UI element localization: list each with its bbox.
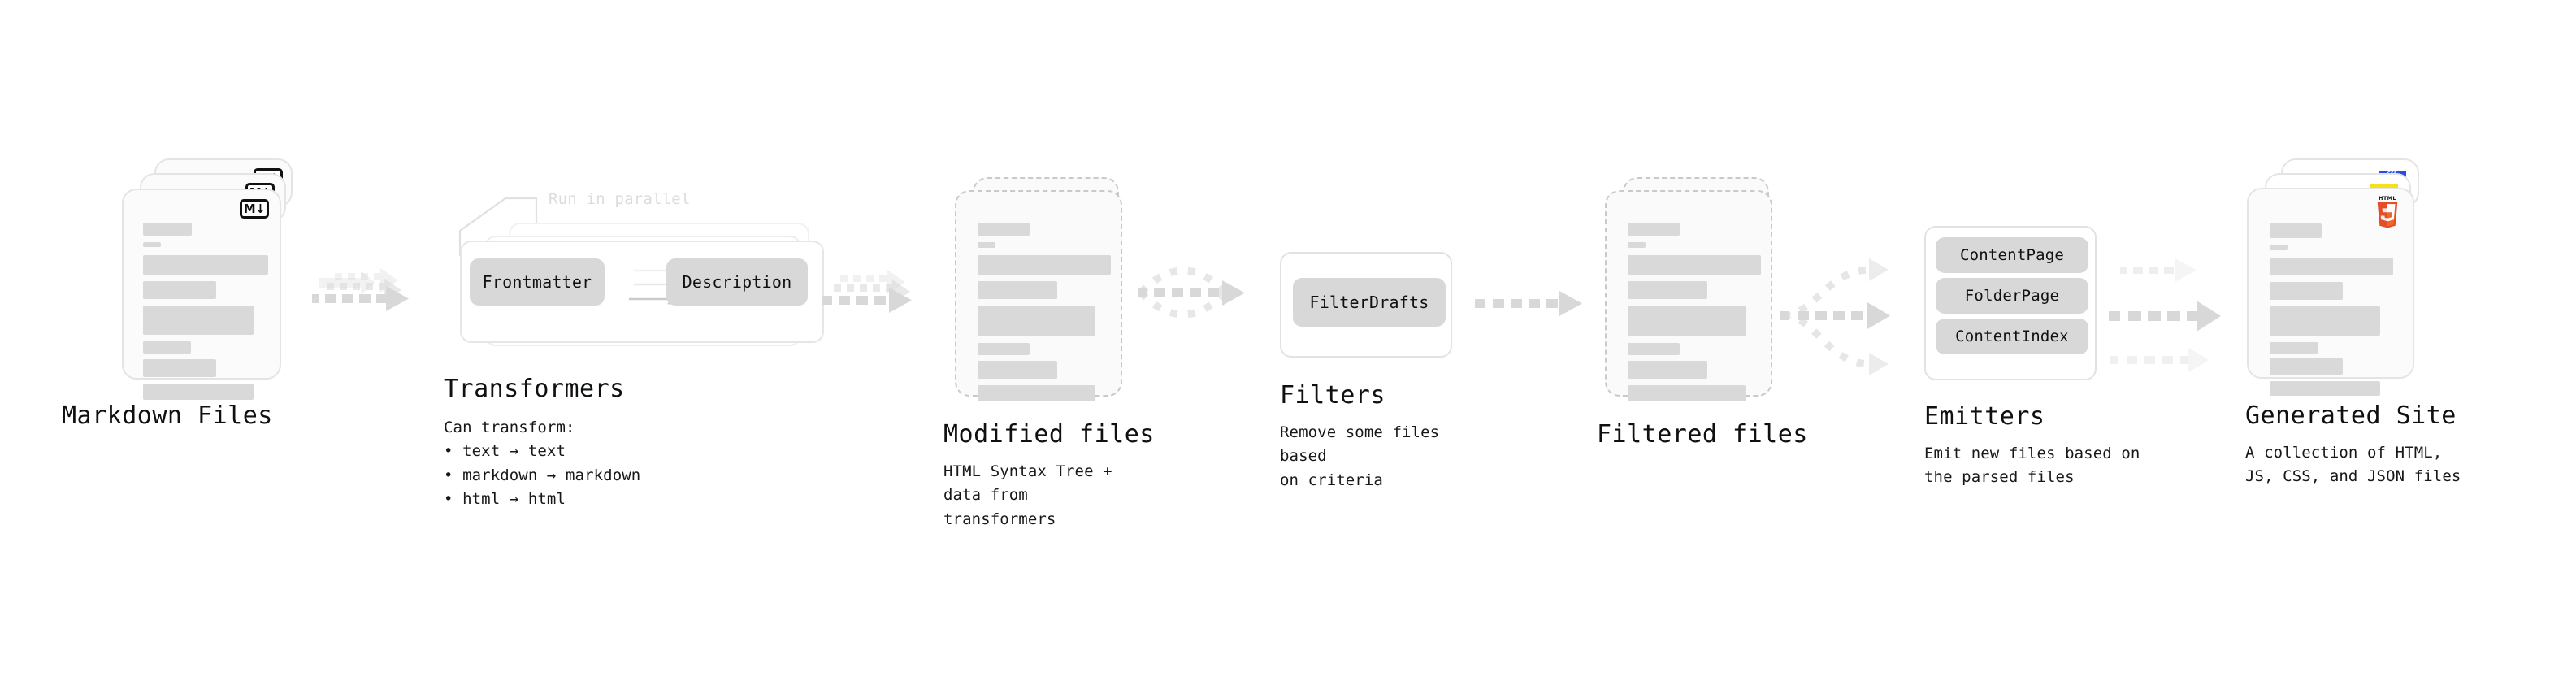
run-in-parallel-label: Run in parallel	[549, 190, 691, 208]
doc-line	[978, 361, 1057, 379]
doc-line	[978, 306, 1095, 336]
filtered-card-front	[1605, 190, 1772, 401]
stage-caption-emitters: Emit new files based on the parsed files	[1924, 445, 2140, 487]
stage-caption-transformers: Can transform: • text → text • markdown …	[444, 419, 641, 509]
emitters-card: ContentPage FolderPage ContentIndex	[1924, 226, 2097, 380]
doc-line	[2270, 258, 2393, 275]
doc-line	[1628, 306, 1746, 336]
modified-card-front	[955, 190, 1122, 401]
filter-pill-filterdrafts[interactable]: FilterDrafts	[1293, 278, 1446, 327]
doc-line	[1628, 385, 1746, 401]
doc-line	[143, 306, 254, 335]
stage-generated-site: CSS HTML Ge	[2245, 158, 2491, 500]
stage-title-filters: Filters	[1280, 381, 1386, 410]
doc-line	[143, 255, 268, 275]
doc-line	[1628, 223, 1680, 236]
emitter-pill-folderpage[interactable]: FolderPage	[1936, 278, 2088, 314]
markdown-card-front: M↓	[122, 189, 281, 400]
stage-transformers: Run in parallel Frontmatter	[444, 190, 827, 508]
emitter-pill-contentindex[interactable]: ContentIndex	[1936, 319, 2088, 354]
doc-line	[2270, 342, 2318, 354]
doc-line	[978, 255, 1111, 275]
connector-filters-to-filtered	[1475, 291, 1582, 316]
doc-line	[978, 242, 995, 248]
transformer-pill-description[interactable]: Description	[666, 258, 808, 306]
connector-md-to-transformers	[312, 268, 409, 311]
doc-line	[143, 359, 216, 377]
doc-line	[2270, 306, 2380, 336]
doc-line	[1628, 242, 1646, 248]
stage-title-transformers: Transformers	[444, 375, 625, 403]
stage-title-filtered-files: Filtered files	[1597, 420, 1808, 449]
doc-line	[143, 281, 216, 299]
transformer-pill-frontmatter[interactable]: Frontmatter	[470, 258, 605, 306]
doc-line	[978, 385, 1095, 401]
stage-title-modified-files: Modified files	[943, 420, 1155, 449]
markdown-badge: M↓	[240, 199, 269, 219]
doc-line	[143, 341, 191, 354]
doc-line	[2270, 282, 2343, 300]
stage-caption-filters: Remove some files based on criteria	[1280, 423, 1440, 489]
connector-filtered-to-emitters	[1780, 258, 1890, 375]
connector-transformers-to-modified	[822, 270, 912, 313]
stage-modified-files: Modified files HTML Syntax Tree + data f…	[943, 177, 1154, 528]
stage-filters: FilterDrafts Filters Remove some files b…	[1280, 252, 1483, 496]
stage-caption-generated-site: A collection of HTML, JS, CSS, and JSON …	[2245, 444, 2461, 486]
doc-line	[143, 242, 161, 247]
emitter-pill-contentpage[interactable]: ContentPage	[1936, 237, 2088, 273]
stage-title-emitters: Emitters	[1924, 402, 2045, 431]
connector-modified-to-filters	[1138, 267, 1245, 319]
doc-line	[1628, 343, 1680, 355]
doc-line	[1628, 281, 1707, 299]
html5-icon: HTML	[2377, 195, 2398, 228]
svg-text:HTML: HTML	[2379, 195, 2396, 202]
doc-line	[143, 223, 192, 236]
stage-markdown-files: M↓ M↓ M↓ Markdown Files	[62, 158, 309, 484]
stage-caption-modified-files: HTML Syntax Tree + data from transformer…	[943, 462, 1112, 528]
doc-line	[978, 343, 1030, 355]
doc-line	[2270, 245, 2288, 250]
doc-line	[2270, 223, 2322, 238]
stage-title-generated-site: Generated Site	[2245, 401, 2457, 430]
stage-emitters: ContentPage FolderPage ContentIndex Emit…	[1924, 226, 2168, 494]
doc-line	[978, 281, 1057, 299]
doc-line	[143, 384, 254, 400]
doc-line	[978, 223, 1030, 236]
doc-line	[2270, 358, 2343, 375]
doc-line	[1628, 255, 1761, 275]
stage-title-markdown-files: Markdown Files	[62, 401, 273, 430]
stage-filtered-files: Filtered files	[1597, 177, 1807, 502]
filters-card: FilterDrafts	[1280, 252, 1452, 358]
site-card-front: HTML	[2247, 188, 2414, 396]
doc-line	[1628, 361, 1707, 379]
doc-line	[2270, 381, 2380, 396]
